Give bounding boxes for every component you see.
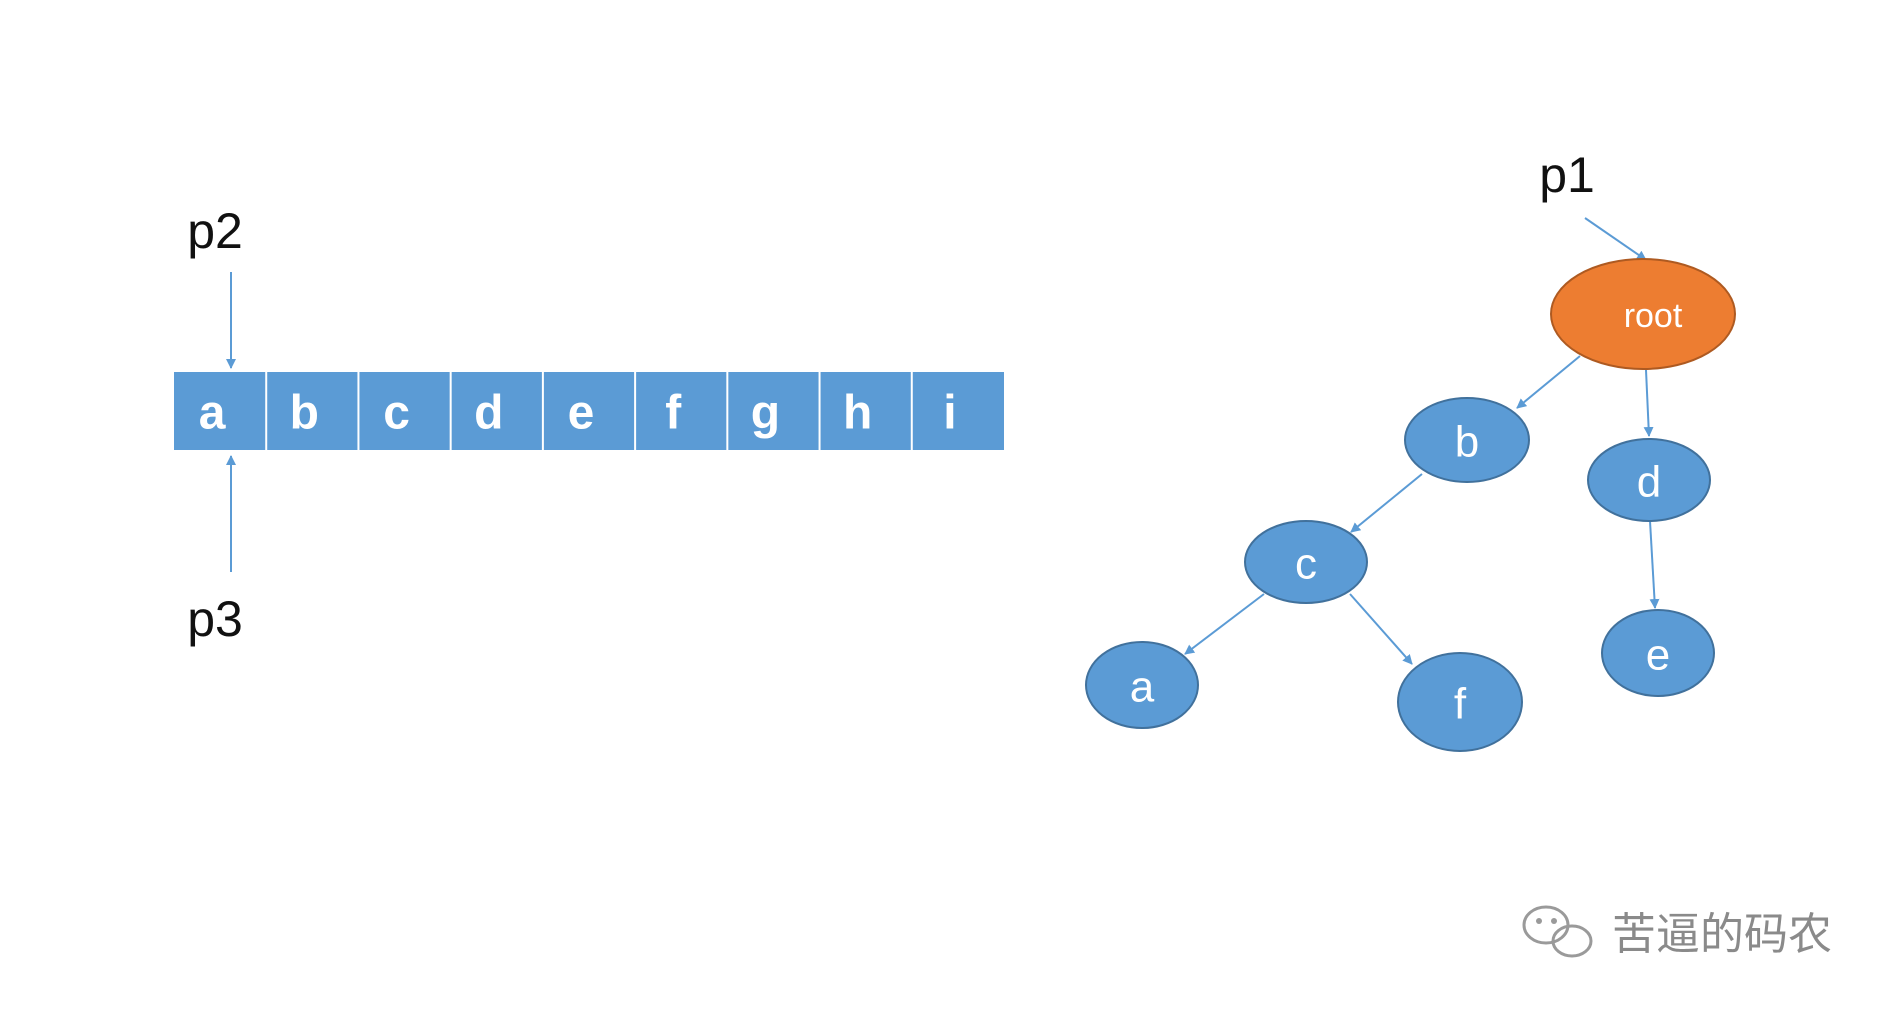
pointer-p1-label: p1: [1539, 147, 1595, 203]
pointer-p1-arrow: [1584, 217, 1647, 261]
array-cell-label: e: [568, 387, 595, 440]
array-cell-e: e: [541, 372, 595, 450]
tree-node-b: b: [1404, 397, 1530, 483]
array-cell-label: f: [665, 387, 682, 440]
tree-node-c: c: [1244, 520, 1368, 604]
tree-node-f-label: f: [1454, 680, 1467, 729]
edge-root-b: [1516, 355, 1581, 409]
tree-node-c-label: c: [1295, 540, 1317, 589]
tree-node-e-label: e: [1646, 631, 1670, 680]
array-cell-label: a: [199, 387, 226, 440]
array: a b c d e f g h i: [174, 372, 1004, 450]
array-cell-f: f: [634, 372, 682, 450]
array-cell-label: i: [943, 387, 956, 440]
edge-root-d: [1643, 369, 1654, 437]
tree-node-a: a: [1085, 641, 1199, 729]
array-cells: a b c d e f g h i: [199, 372, 957, 450]
tree-node-root-label: root: [1624, 297, 1683, 335]
array-cell-label: c: [383, 387, 410, 440]
array-cell-g: g: [726, 372, 780, 450]
array-cell-d: d: [449, 372, 503, 450]
pointer-p2-label: p2: [187, 203, 243, 259]
array-cell-label: d: [474, 387, 503, 440]
array-cell-c: c: [357, 372, 410, 450]
wechat-icon: [1522, 905, 1593, 958]
array-background: [174, 372, 1004, 450]
edge-b-c: [1350, 473, 1423, 533]
edge-c-f: [1349, 593, 1413, 665]
array-cell-label: g: [751, 387, 780, 440]
edge-d-e: [1649, 520, 1660, 609]
pointer-p3-label: p3: [187, 591, 243, 647]
tree-node-b-label: b: [1455, 418, 1479, 467]
tree-node-d: d: [1587, 438, 1711, 522]
array-cell-label: h: [843, 387, 872, 440]
watermark: 苦逼的码农: [1522, 905, 1832, 960]
watermark-text: 苦逼的码农: [1612, 909, 1832, 960]
tree-node-f: f: [1397, 652, 1523, 752]
array-cell-b: b: [265, 372, 319, 450]
array-cell-a: a: [199, 387, 226, 440]
array-cell-i: i: [910, 372, 957, 450]
array-cell-h: h: [818, 372, 872, 450]
tree-node-d-label: d: [1637, 458, 1661, 507]
tree-node-e: e: [1601, 609, 1715, 697]
array-cell-label: b: [290, 387, 319, 440]
tree-node-root: root: [1550, 258, 1736, 370]
tree-node-a-label: a: [1130, 663, 1155, 712]
edge-c-a: [1184, 593, 1265, 655]
